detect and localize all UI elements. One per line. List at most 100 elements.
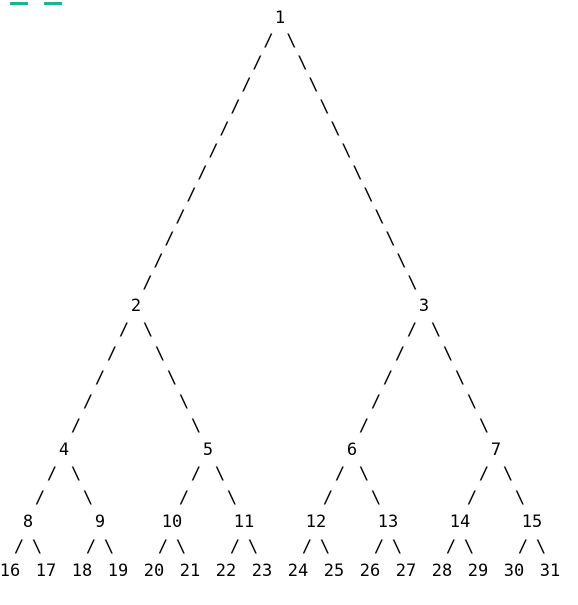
edge-right-slash: \	[247, 536, 259, 557]
tree-node-23: 23	[251, 561, 273, 581]
edge-right-slash: \	[70, 464, 82, 484]
edge-left-slash: /	[517, 536, 529, 557]
edge-left-slash: /	[334, 464, 346, 484]
edge-right-slash: \	[82, 488, 94, 508]
edge-left-slash: /	[466, 488, 478, 508]
edge-right-slash: \	[214, 464, 226, 484]
edge-right-slash: \	[341, 141, 352, 161]
edge-right-slash: \	[175, 536, 187, 557]
edge-right-slash: \	[31, 536, 43, 557]
edge-left-slash: /	[219, 119, 230, 139]
edge-left-slash: /	[478, 464, 490, 484]
edge-left-slash: /	[70, 416, 82, 436]
tree-node-17: 17	[35, 561, 57, 581]
tree-node-8: 8	[22, 512, 34, 532]
edge-right-slash: \	[286, 31, 297, 51]
edge-right-slash: \	[463, 536, 475, 557]
edge-left-slash: /	[229, 536, 241, 557]
tree-node-30: 30	[503, 561, 525, 581]
tree-node-19: 19	[107, 561, 129, 581]
tree-node-29: 29	[467, 561, 489, 581]
edge-left-slash: /	[406, 320, 418, 340]
edge-left-slash: /	[142, 273, 153, 293]
tree-node-24: 24	[287, 561, 309, 581]
tree-node-3: 3	[418, 296, 430, 316]
edge-right-slash: \	[442, 344, 454, 364]
edge-left-slash: /	[118, 320, 130, 340]
tree-node-12: 12	[305, 512, 327, 532]
tree-node-27: 27	[395, 561, 417, 581]
edge-right-slash: \	[514, 488, 526, 508]
edge-left-slash: /	[153, 251, 164, 271]
tree-node-2: 2	[130, 296, 142, 316]
tree-node-14: 14	[449, 512, 471, 532]
edge-left-slash: /	[301, 536, 313, 557]
tree-node-6: 6	[346, 440, 358, 460]
edge-right-slash: \	[142, 320, 154, 340]
edge-left-slash: /	[106, 344, 118, 364]
edge-left-slash: /	[157, 536, 169, 557]
edge-right-slash: \	[454, 368, 466, 388]
edge-left-slash: /	[178, 488, 190, 508]
tree-node-31: 31	[539, 561, 561, 581]
edge-left-slash: /	[13, 536, 25, 557]
edge-left-slash: /	[263, 31, 274, 51]
edge-left-slash: /	[186, 185, 197, 205]
edge-right-slash: \	[502, 464, 514, 484]
edge-right-slash: \	[407, 273, 418, 293]
edge-left-slash: /	[252, 53, 263, 73]
tree-node-15: 15	[521, 512, 543, 532]
top-edge-marker	[10, 0, 28, 5]
edge-left-slash: /	[373, 536, 385, 557]
edge-right-slash: \	[154, 344, 166, 364]
edge-left-slash: /	[370, 392, 382, 412]
edge-right-slash: \	[391, 536, 403, 557]
tree-node-7: 7	[490, 440, 502, 460]
edge-left-slash: /	[175, 207, 186, 227]
edge-left-slash: /	[197, 163, 208, 183]
tree-node-16: 16	[0, 561, 21, 581]
edge-left-slash: /	[208, 141, 219, 161]
edge-right-slash: \	[374, 207, 385, 227]
edge-right-slash: \	[166, 368, 178, 388]
edge-right-slash: \	[178, 392, 190, 412]
edge-left-slash: /	[445, 536, 457, 557]
edge-right-slash: \	[308, 75, 319, 95]
edge-left-slash: /	[322, 488, 334, 508]
tree-node-22: 22	[215, 561, 237, 581]
tree-node-26: 26	[359, 561, 381, 581]
top-edge-marker	[44, 0, 62, 5]
tree-node-9: 9	[94, 512, 106, 532]
edge-left-slash: /	[230, 97, 241, 117]
edge-left-slash: /	[82, 392, 94, 412]
tree-node-1: 1	[274, 8, 286, 28]
edge-right-slash: \	[103, 536, 115, 557]
tree-node-13: 13	[377, 512, 399, 532]
edge-left-slash: /	[190, 464, 202, 484]
tree-node-5: 5	[202, 440, 214, 460]
edge-right-slash: \	[466, 392, 478, 412]
edge-right-slash: \	[370, 488, 382, 508]
edge-right-slash: \	[190, 416, 202, 436]
edge-right-slash: \	[352, 163, 363, 183]
edge-right-slash: \	[430, 320, 442, 340]
edge-right-slash: \	[478, 416, 490, 436]
tree-node-21: 21	[179, 561, 201, 581]
edge-right-slash: \	[226, 488, 238, 508]
edge-left-slash: /	[46, 464, 58, 484]
tree-node-20: 20	[143, 561, 165, 581]
tree-node-11: 11	[233, 512, 255, 532]
edge-left-slash: /	[85, 536, 97, 557]
edge-left-slash: /	[358, 416, 370, 436]
edge-left-slash: /	[241, 75, 252, 95]
tree-node-25: 25	[323, 561, 345, 581]
tree-node-28: 28	[431, 561, 453, 581]
edge-right-slash: \	[330, 119, 341, 139]
edge-right-slash: \	[535, 536, 547, 557]
tree-node-4: 4	[58, 440, 70, 460]
edge-left-slash: /	[34, 488, 46, 508]
edge-right-slash: \	[319, 536, 331, 557]
tree-node-18: 18	[71, 561, 93, 581]
edge-left-slash: /	[382, 368, 394, 388]
